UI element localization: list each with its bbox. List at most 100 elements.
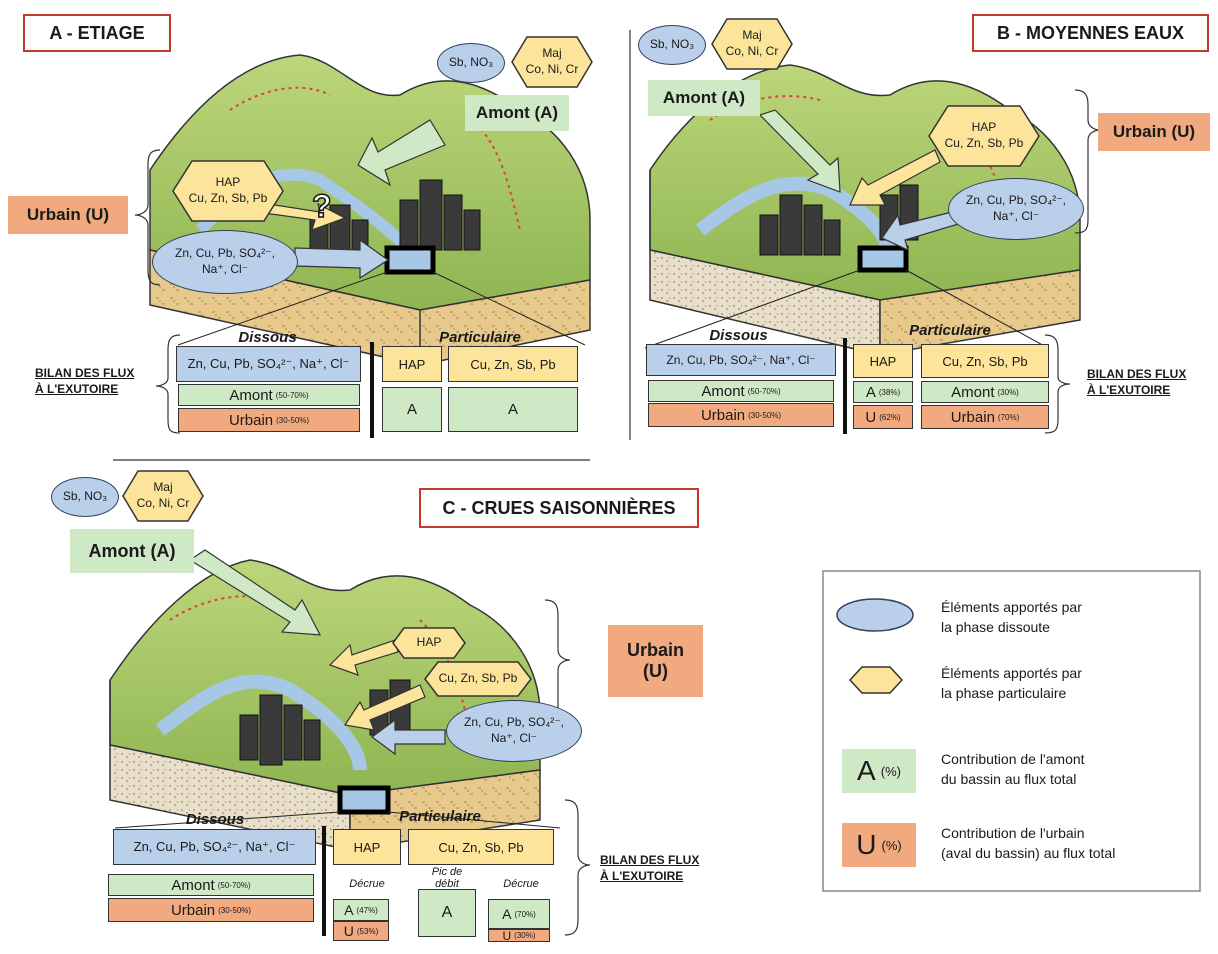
hex-line: Co, Ni, Cr (136, 496, 190, 510)
pic-line: débit (435, 878, 459, 891)
hex-line: Cu, Zn, Sb, Pb (438, 671, 518, 686)
panel-c-right-a: A(70%) (488, 899, 550, 929)
panel-a-title: A - ETIAGE (23, 14, 171, 52)
panel-a-urbain-row: Urbain(30-50%) (178, 408, 360, 432)
panel-a-amont-label: Amont (A) (465, 95, 569, 131)
question-mark: ? (311, 187, 332, 225)
panel-a-amont-row: Amont(50-70%) (178, 384, 360, 406)
hex-line: Maj (542, 46, 562, 61)
legend-sym: U (856, 829, 877, 860)
panel-b-met-u: Urbain(70%) (921, 405, 1049, 429)
legend-line: Contribution de l'amont (941, 751, 1085, 767)
ellipse-line: Zn, Cu, Pb, SO₄²⁻, (966, 193, 1066, 208)
panel-c-metals: Cu, Zn, Sb, Pb (408, 829, 554, 865)
funnel-lines (114, 269, 1049, 829)
row-label: Amont (701, 382, 745, 400)
cell-label: A (344, 902, 354, 918)
cell-label: A (865, 383, 876, 401)
bilan-line: À L'EXUTOIRE (600, 868, 684, 883)
panel-a-urbain-label: Urbain (U) (8, 196, 128, 234)
legend-sym: A (857, 755, 876, 786)
ellipse-line: Zn, Cu, Pb, SO₄²⁻, (175, 246, 275, 261)
urbain-line: (U) (643, 661, 668, 681)
panel-a-particulaire-header: Particulaire (439, 329, 521, 346)
panel-b-met-a: Amont(30%) (921, 381, 1049, 403)
panel-b-dissous-cell: Zn, Cu, Pb, SO₄²⁻, Na⁺, Cl⁻ (646, 344, 836, 376)
panel-c-ellipse-top: Sb, NO₃ (51, 477, 119, 517)
panel-b-hap-a: A(38%) (853, 381, 913, 403)
cell-label: U (865, 408, 877, 426)
panel-b-amont-label: Amont (A) (648, 80, 760, 116)
bilan-line: BILAN DES FLUX (35, 366, 135, 380)
hex-line: HAP (215, 175, 241, 190)
cell-label: U (343, 923, 354, 939)
bilan-line: BILAN DES FLUX (600, 853, 700, 867)
panel-b-bilan: BILAN DES FLUX À L'EXUTOIRE (1087, 367, 1186, 398)
legend-dissous-text: Éléments apportés par la phase dissoute (941, 598, 1082, 637)
panel-c-dissous-header: Dissous (185, 811, 245, 828)
panel-a-hap: HAP (382, 346, 442, 382)
panel-c-pic-value: A (418, 889, 476, 937)
row-pct: (30-50%) (218, 905, 252, 915)
row-label: Urbain (228, 411, 274, 429)
row-label: Amont (229, 386, 273, 404)
cell-pct: (53%) (356, 926, 379, 936)
panel-a-hap-value: A (382, 387, 442, 432)
bilan-line: BILAN DES FLUX (1087, 367, 1187, 381)
legend-line: Contribution de l'urbain (941, 825, 1085, 841)
cell-pct: (30%) (997, 387, 1019, 397)
panel-c-pic: Pic de débit (414, 866, 480, 890)
cell-pct: (30%) (514, 931, 536, 940)
panel-b-metals: Cu, Zn, Sb, Pb (921, 344, 1049, 378)
cell-pct: (62%) (879, 412, 901, 422)
hex-line: Cu, Zn, Sb, Pb (944, 136, 1024, 150)
panel-c-amont-label: Amont (A) (70, 529, 194, 573)
row-label: Urbain (700, 406, 746, 424)
panel-c-amont-row: Amont(50-70%) (108, 874, 314, 896)
legend-line: (aval du bassin) au flux total (941, 844, 1116, 861)
pic-line: Pic de (431, 866, 463, 878)
legend-amont-text: Contribution de l'amont du bassin au flu… (941, 750, 1085, 789)
legend-line: la phase dissoute (941, 618, 1050, 635)
panel-a-bilan: BILAN DES FLUX À L'EXUTOIRE (35, 366, 134, 397)
panel-a-dissous-cell: Zn, Cu, Pb, SO₄²⁻, Na⁺, Cl⁻ (176, 346, 361, 382)
legend-line: du bassin au flux total (941, 770, 1077, 787)
ellipse-line: Na⁺, Cl⁻ (992, 209, 1039, 223)
legend-line: la phase particulaire (941, 684, 1067, 701)
outlet-box-c (337, 785, 391, 815)
hex-line: Co, Ni, Cr (725, 44, 779, 58)
cell-label: Amont (951, 383, 995, 401)
hex-line: HAP (971, 120, 997, 135)
hex-line: HAP (416, 635, 442, 650)
panel-c-divider (322, 826, 326, 936)
panel-c-decrue-left: Décrue (349, 878, 385, 890)
panel-b-hap-u: U(62%) (853, 405, 913, 429)
urbain-line: Urbain (626, 640, 684, 660)
panel-a-metals-value: A (448, 387, 578, 432)
panel-c-particulaire-header: Particulaire (399, 808, 481, 825)
panel-b-particulaire-header: Particulaire (909, 322, 991, 339)
panel-b-hap: HAP (853, 344, 913, 378)
panel-c-hex-hap: HAP (392, 627, 466, 659)
legend-urbain-text: Contribution de l'urbain (aval du bassin… (941, 824, 1115, 863)
ellipse-line: Zn, Cu, Pb, SO₄²⁻, (464, 715, 564, 730)
panel-c-hex-metals: Cu, Zn, Sb, Pb (424, 661, 532, 697)
ellipse-line: Na⁺, Cl⁻ (490, 731, 537, 745)
row-label: Urbain (170, 901, 216, 919)
legend-line: Éléments apportés par (941, 599, 1082, 615)
panel-b-dissous-header: Dissous (709, 327, 768, 344)
row-label: Amont (171, 876, 215, 894)
panel-c-right-u: U(30%) (488, 928, 550, 943)
row-pct: (30-50%) (748, 410, 782, 420)
panel-c-urbain-label: Urbain (U) (608, 625, 703, 697)
cell-label: U (502, 928, 512, 943)
cell-pct: (38%) (878, 387, 901, 397)
panel-b-divider (843, 338, 847, 434)
hex-line: Maj (742, 28, 762, 43)
panel-a-ellipse-top: Sb, NO₃ (437, 43, 505, 83)
panel-c-dissous-cell: Zn, Cu, Pb, SO₄²⁻, Na⁺, Cl⁻ (113, 829, 316, 865)
